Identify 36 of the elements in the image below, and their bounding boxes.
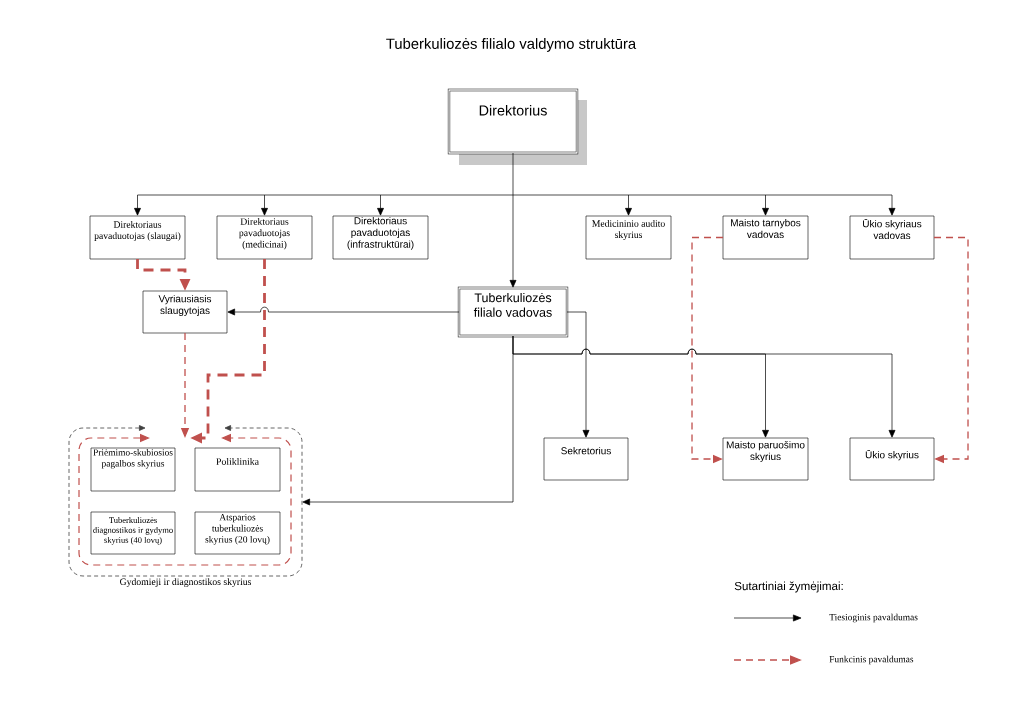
arrow xyxy=(377,194,384,216)
org-box: Direktoriaus pavaduotojas (slaugai) xyxy=(89,215,186,260)
dashed-arrow xyxy=(933,236,969,464)
arrow xyxy=(762,194,769,216)
org-box: Tuberkuliozės diagnostikos ir gydymo skyrius (40 lovų) xyxy=(90,511,176,555)
org-box: Direktoriaus pavaduotojas (infrastruktūrai) xyxy=(332,215,429,260)
org-box: Poliklinika xyxy=(194,447,281,492)
arrow xyxy=(134,194,141,216)
shadowed-box: Direktorius xyxy=(447,88,587,165)
org-box: Ūkio skyriaus vadovas xyxy=(849,215,935,260)
double-box: Tuberkuliozės filialo vadovas xyxy=(457,286,569,338)
arrow xyxy=(227,306,460,316)
org-box: Atsparios tuberkuliozės skyrius (20 lovų) xyxy=(194,511,281,555)
connector-line xyxy=(512,194,893,196)
org-box: Priėmimo-skubiosios pagalbos skyrius xyxy=(90,447,176,492)
diagram-title: Tuberkuliozės filialo valdymo struktūra xyxy=(386,38,637,52)
arrow xyxy=(261,194,268,216)
inner-frame xyxy=(78,433,292,566)
legend-title: Sutartiniai žymėjimai: xyxy=(734,581,843,593)
arrow xyxy=(302,335,514,506)
arrow xyxy=(566,311,590,438)
org-box: Ūkio skyrius xyxy=(849,437,935,481)
org-box: Direktoriaus pavaduotojas (medicinai) xyxy=(216,215,313,260)
connector-line xyxy=(137,194,514,196)
legend-text: Tiesioginis pavaldumas xyxy=(829,613,918,623)
org-box: Medicininio audito skyrius xyxy=(585,215,672,260)
org-box: Sekretorius xyxy=(543,437,629,481)
legend-text: Funkcinis pavaldumas xyxy=(829,655,914,665)
org-box: Maisto tarnybos vadovas xyxy=(722,215,809,260)
node-label: Gydomieji ir diagnostikos skyrius xyxy=(120,578,252,588)
org-box: Maisto paruošimo skyrius xyxy=(722,437,809,481)
org-box: Vyriausiasis slaugytojas xyxy=(142,290,228,334)
connector-line xyxy=(512,152,514,196)
arrow xyxy=(888,194,896,216)
arrow xyxy=(625,194,632,216)
arrow xyxy=(509,194,517,288)
